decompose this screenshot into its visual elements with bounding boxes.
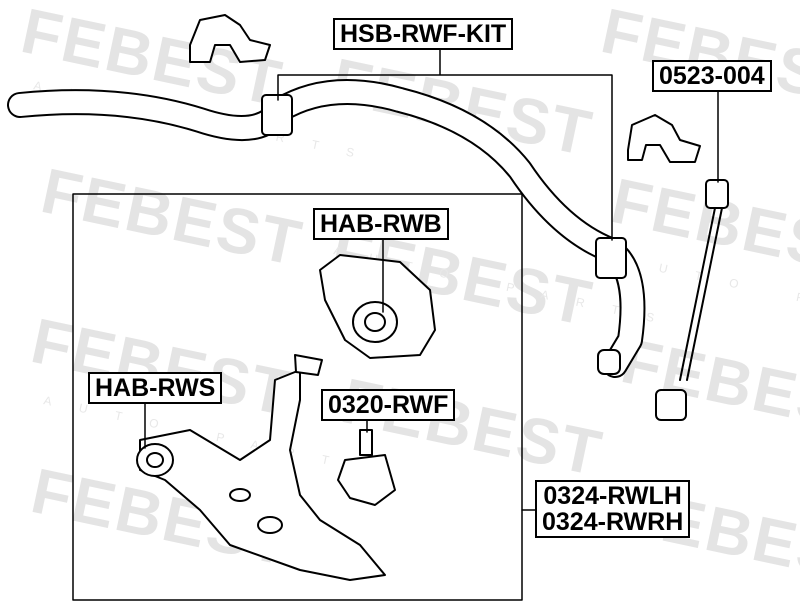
part-label-hab-rws: HAB-RWS bbox=[88, 372, 223, 404]
arm-bushing-rear bbox=[319, 254, 436, 359]
part-label-0324: 0324-RWLH 0324-RWRH bbox=[535, 480, 691, 538]
part-label-hsb-rwf-kit: HSB-RWF-KIT bbox=[333, 18, 514, 50]
stabilizer-link bbox=[655, 179, 729, 421]
part-label-0320-rwf: 0320-RWF bbox=[321, 389, 456, 421]
part-label-0324-rwrh: 0324-RWRH bbox=[542, 508, 684, 536]
bracket-left bbox=[189, 14, 271, 63]
part-label-0324-rwlh: 0324-RWLH bbox=[543, 482, 682, 510]
part-label-hab-rwb: HAB-RWB bbox=[313, 208, 449, 240]
part-label-0523-004: 0523-004 bbox=[652, 60, 772, 92]
stabilizer-bar bbox=[7, 79, 646, 378]
ball-joint bbox=[337, 429, 396, 506]
bracket-right bbox=[627, 114, 701, 163]
leader-lines bbox=[144, 46, 719, 511]
lower-arm bbox=[136, 354, 386, 581]
arm-assembly-frame bbox=[72, 193, 523, 601]
